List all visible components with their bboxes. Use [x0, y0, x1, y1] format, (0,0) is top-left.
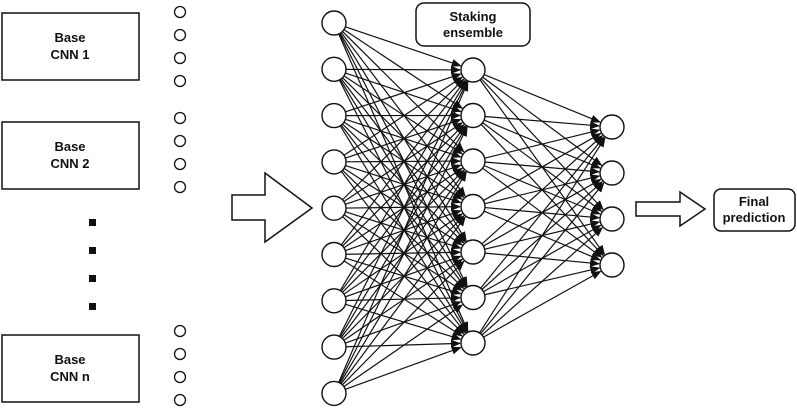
connection-l1-1-to-0	[484, 115, 601, 130]
connection-l0-8-to-1	[338, 126, 468, 383]
connection-l0-7-to-6	[345, 339, 462, 348]
connection-l0-8-to-4	[341, 260, 465, 386]
connection-l0-3-to-5	[342, 169, 465, 290]
connection-l0-2-to-3	[343, 121, 463, 200]
final-prediction-label-line1: Final	[739, 194, 769, 209]
connection-l0-8-to-0	[338, 81, 469, 383]
node-layer0-8	[321, 380, 347, 407]
base-cnn-2-label-line1: Base	[54, 139, 85, 154]
connection-l1-6-to-2	[481, 226, 604, 336]
base-cnn-n-box: Base CNN n	[1, 334, 140, 403]
network-nodes	[321, 10, 625, 407]
connection-l0-1-to-0	[345, 65, 462, 74]
connection-l0-5-to-0	[340, 79, 466, 246]
node-layer1-0	[460, 57, 486, 83]
node-layer0-6	[321, 288, 347, 314]
connection-l0-6-to-0	[339, 80, 467, 291]
connection-l1-2-to-0	[484, 128, 601, 159]
input-arrow	[231, 171, 314, 244]
connection-l0-7-to-0	[338, 80, 468, 337]
node-layer2-0	[599, 114, 625, 140]
final-prediction-box: Final prediction	[713, 188, 796, 232]
connection-l1-6-to-0	[478, 137, 606, 334]
node-layer0-3	[321, 149, 347, 175]
connection-l0-8-to-5	[343, 304, 464, 388]
connection-l0-3-to-0	[343, 76, 463, 156]
node-layer0-1	[321, 56, 347, 83]
node-layer2-2	[599, 206, 625, 232]
connection-l0-4-to-3	[345, 202, 462, 211]
connection-l0-2-to-2	[345, 118, 462, 158]
base-cnn-1-outputs	[173, 5, 187, 88]
connection-l0-6-to-5	[345, 294, 462, 303]
connection-l0-4-to-0	[342, 78, 465, 201]
connection-l0-2-to-4	[342, 123, 465, 244]
node-layer1-6	[460, 330, 486, 356]
connection-l0-1-to-3	[342, 77, 465, 199]
node-layer2-3	[599, 252, 625, 278]
node-layer2-1	[599, 160, 625, 186]
connection-l0-2-to-0	[345, 73, 462, 113]
base-cnn-1-box: Base CNN 1	[1, 12, 140, 81]
node-layer1-5	[460, 284, 486, 311]
connection-l0-0-to-1	[343, 29, 464, 109]
base-cnn-n-label-line2: CNN n	[50, 369, 90, 384]
connection-l0-4-to-5	[343, 214, 463, 292]
connection-l0-3-to-3	[345, 164, 462, 204]
network-connections	[338, 26, 606, 390]
stacking-ensemble-label-line1: Staking	[450, 9, 497, 24]
connection-l0-8-to-6	[345, 346, 462, 390]
connection-l0-4-to-6	[342, 216, 465, 335]
connection-l0-0-to-2	[342, 31, 465, 153]
node-layer1-3	[460, 193, 486, 220]
base-cnn-2-box: Base CNN 2	[1, 121, 140, 190]
connection-l1-0-to-0	[483, 73, 601, 123]
connection-l1-6-to-3	[483, 270, 602, 338]
connection-l0-5-to-6	[343, 260, 463, 337]
base-cnn-n-label-line1: Base	[54, 352, 85, 367]
stacking-ensemble-box: Staking ensemble	[415, 2, 531, 47]
connection-l0-6-to-6	[345, 303, 462, 341]
final-prediction-label-line2: prediction	[723, 210, 786, 225]
node-layer0-7	[321, 334, 347, 360]
base-cnn-2-outputs	[173, 111, 187, 194]
node-layer0-5	[321, 241, 347, 268]
connection-l1-6-to-1	[480, 182, 605, 335]
node-layer0-0	[321, 10, 347, 36]
connection-l0-8-to-2	[339, 171, 467, 384]
connection-l0-0-to-0	[345, 26, 462, 67]
output-arrow	[635, 190, 707, 228]
base-cnn-n-outputs	[173, 324, 187, 407]
node-layer1-2	[460, 148, 486, 174]
connection-l0-3-to-2	[345, 157, 462, 166]
stacking-ensemble-label-line2: ensemble	[443, 25, 503, 40]
connection-l1-3-to-0	[483, 132, 602, 202]
node-layer1-4	[460, 239, 486, 265]
node-layer0-2	[321, 102, 347, 129]
ellipsis-dots	[89, 219, 96, 310]
base-cnn-2-label-line2: CNN 2	[50, 156, 89, 171]
connection-l1-4-to-0	[481, 135, 604, 245]
connection-l0-5-to-4	[345, 248, 462, 257]
node-layer1-1	[460, 102, 486, 129]
connection-l0-8-to-3	[340, 216, 466, 385]
base-cnn-1-label-line1: Base	[54, 30, 85, 45]
connection-l0-4-to-4	[345, 211, 462, 250]
connection-l0-1-to-1	[345, 72, 462, 113]
node-layer0-4	[321, 195, 347, 221]
connection-l0-3-to-4	[343, 167, 463, 246]
connection-l0-5-to-5	[345, 257, 462, 295]
base-cnn-1-label-line2: CNN 1	[50, 47, 89, 62]
connection-l1-5-to-0	[480, 136, 605, 289]
